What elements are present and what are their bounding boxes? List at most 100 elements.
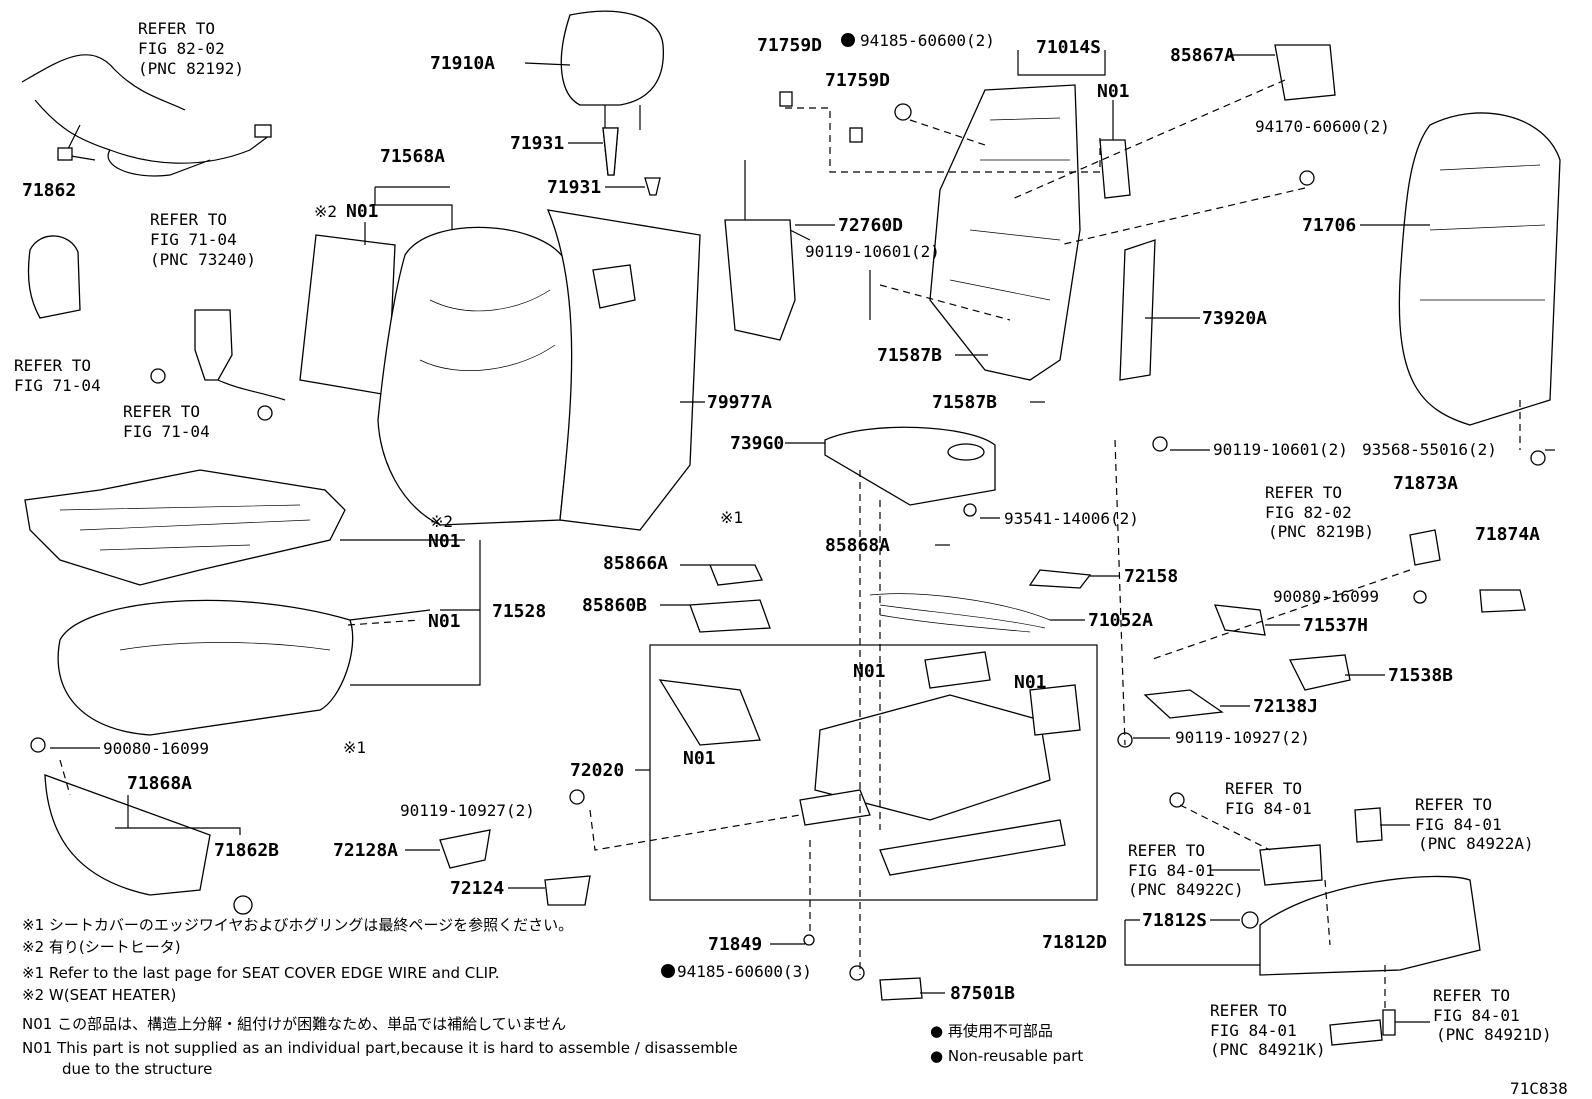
callout-85860B[interactable]: 85860B xyxy=(582,595,647,616)
refer-line[interactable]: REFER TO xyxy=(138,19,215,38)
callout-85866A[interactable]: 85866A xyxy=(603,553,668,574)
leader-lines xyxy=(50,50,1555,1023)
callout-71706[interactable]: 71706 xyxy=(1302,215,1356,236)
callout-94185-60600-lower[interactable]: 94185-60600(3) xyxy=(677,962,812,981)
n01-mark-seat-heater: N01 xyxy=(428,531,461,552)
n01-mark-frame: N01 xyxy=(1097,81,1130,102)
refer-line[interactable]: FIG 71-04 xyxy=(150,230,237,249)
refer-line[interactable]: (PNC 84922A) xyxy=(1418,834,1534,853)
callout-71537H[interactable]: 71537H xyxy=(1303,615,1368,636)
callout-71528[interactable]: 71528 xyxy=(492,601,546,622)
part-71812D-shape xyxy=(1259,875,1481,976)
refer-line[interactable]: FIG 84-01 xyxy=(1415,815,1502,834)
non-reusable-bullet xyxy=(661,964,675,978)
callout-71587B-lower[interactable]: 71587B xyxy=(932,392,997,413)
callout-71862B[interactable]: 71862B xyxy=(214,840,279,861)
callout-739G0[interactable]: 739G0 xyxy=(730,433,784,454)
n01-mark-back: N01 xyxy=(346,201,379,222)
callout-72760D[interactable]: 72760D xyxy=(838,215,903,236)
callout-90119-10601-right[interactable]: 90119-10601(2) xyxy=(1213,440,1348,459)
callout-71759D-upper[interactable]: 71759D xyxy=(757,35,822,56)
refer-line[interactable]: (PNC 82192) xyxy=(138,59,244,78)
callout-93568-55016[interactable]: 93568-55016(2) xyxy=(1362,440,1497,459)
note-n01-english: N01 This part is not supplied as an indi… xyxy=(22,1039,738,1057)
refer-line[interactable]: REFER TO xyxy=(1415,795,1492,814)
mark1-lower: ※1 xyxy=(343,738,366,757)
callout-72158[interactable]: 72158 xyxy=(1124,566,1178,587)
seat-frame-group-box xyxy=(649,644,1098,901)
callout-72138J[interactable]: 72138J xyxy=(1253,696,1318,717)
refer-line[interactable]: (PNC 73240) xyxy=(150,250,256,269)
callout-73920A[interactable]: 73920A xyxy=(1202,308,1267,329)
callout-71931-lower[interactable]: 71931 xyxy=(547,177,601,198)
refer-line[interactable]: REFER TO xyxy=(1225,779,1302,798)
n01-mark-motor-b: N01 xyxy=(1014,672,1047,693)
part-85867A-shape xyxy=(1274,44,1336,101)
callout-85868A[interactable]: 85868A xyxy=(825,535,890,556)
refer-line[interactable]: (PNC 8219B) xyxy=(1268,522,1374,541)
n01-mark-track: N01 xyxy=(683,748,716,769)
callout-72020[interactable]: 72020 xyxy=(570,760,624,781)
callout-90119-10927-left[interactable]: 90119-10927(2) xyxy=(400,801,535,820)
callout-72128A[interactable]: 72128A xyxy=(333,840,398,861)
refer-line[interactable]: FIG 84-01 xyxy=(1210,1021,1297,1040)
callout-79977A[interactable]: 79977A xyxy=(707,392,772,413)
callout-71910A[interactable]: 71910A xyxy=(430,53,495,74)
callout-71052A[interactable]: 71052A xyxy=(1088,610,1153,631)
part-shapes xyxy=(21,10,1561,1046)
part-73920A-shape xyxy=(1119,239,1156,381)
refer-line[interactable]: FIG 82-02 xyxy=(1265,503,1352,522)
callout-71568A[interactable]: 71568A xyxy=(380,146,445,167)
refer-line[interactable]: (PNC 84921K) xyxy=(1210,1040,1326,1059)
refer-to-references: REFER TO FIG 82-02 (PNC 82192) REFER TO … xyxy=(14,19,1552,1059)
callout-90080-16099-right[interactable]: 90080-16099 xyxy=(1273,587,1379,606)
callout-71587B-upper[interactable]: 71587B xyxy=(877,345,942,366)
refer-line[interactable]: FIG 84-01 xyxy=(1225,799,1312,818)
note-n01-english-cont: due to the structure xyxy=(62,1060,212,1078)
non-reusable-bullet xyxy=(841,33,855,47)
callout-90080-16099-left[interactable]: 90080-16099 xyxy=(103,739,209,758)
back-board-shape xyxy=(546,209,701,531)
callout-71862[interactable]: 71862 xyxy=(22,180,76,201)
callout-71759D-lower[interactable]: 71759D xyxy=(825,70,890,91)
callout-71014S[interactable]: 71014S xyxy=(1036,37,1101,58)
callout-71812S[interactable]: 71812S xyxy=(1142,910,1207,931)
callout-71868A[interactable]: 71868A xyxy=(127,773,192,794)
callout-93541-14006[interactable]: 93541-14006(2) xyxy=(1004,509,1139,528)
refer-line[interactable]: FIG 84-01 xyxy=(1433,1006,1520,1025)
callout-90119-10927-right[interactable]: 90119-10927(2) xyxy=(1175,728,1310,747)
refer-line[interactable]: (PNC 84921D) xyxy=(1436,1025,1552,1044)
refer-line[interactable]: FIG 84-01 xyxy=(1128,861,1215,880)
part-callouts: 71910A 71931 71931 71759D 71759D 94185-6… xyxy=(22,31,1568,1098)
callout-71931-upper[interactable]: 71931 xyxy=(510,133,564,154)
refer-line[interactable]: FIG 82-02 xyxy=(138,39,225,58)
refer-line[interactable]: REFER TO xyxy=(1210,1001,1287,1020)
callout-90119-10601-left[interactable]: 90119-10601(2) xyxy=(805,242,940,261)
assembly-dashed-lines xyxy=(59,79,1521,1010)
refer-line[interactable]: (PNC 84922C) xyxy=(1128,880,1244,899)
refer-line[interactable]: FIG 71-04 xyxy=(14,376,101,395)
callout-85867A[interactable]: 85867A xyxy=(1170,45,1235,66)
refer-line[interactable]: REFER TO xyxy=(123,402,200,421)
callout-72124[interactable]: 72124 xyxy=(450,878,504,899)
callout-94170-60600[interactable]: 94170-60600(2) xyxy=(1255,117,1390,136)
refer-line[interactable]: REFER TO xyxy=(14,356,91,375)
refer-line[interactable]: REFER TO xyxy=(150,210,227,229)
callout-71873A[interactable]: 71873A xyxy=(1393,473,1458,494)
refer-line[interactable]: REFER TO xyxy=(1265,483,1342,502)
callout-71538B[interactable]: 71538B xyxy=(1388,665,1453,686)
callout-71874A[interactable]: 71874A xyxy=(1475,524,1540,545)
refer-line[interactable]: REFER TO xyxy=(1128,841,1205,860)
refer-line[interactable]: FIG 71-04 xyxy=(123,422,210,441)
figure-code: 71C838 xyxy=(1510,1079,1568,1098)
refer-line[interactable]: REFER TO xyxy=(1433,986,1510,1005)
seat-heater-mat-shape xyxy=(24,469,346,586)
callout-71849[interactable]: 71849 xyxy=(708,934,762,955)
callout-71812D[interactable]: 71812D xyxy=(1042,932,1107,953)
part-71862-shape xyxy=(27,235,81,319)
callout-87501B[interactable]: 87501B xyxy=(950,983,1015,1004)
callout-94185-60600-upper[interactable]: 94185-60600(2) xyxy=(860,31,995,50)
seat-cushion-cover-shape xyxy=(57,599,354,736)
headrest-shape xyxy=(560,10,664,106)
seat-frame-shape xyxy=(814,694,1051,821)
